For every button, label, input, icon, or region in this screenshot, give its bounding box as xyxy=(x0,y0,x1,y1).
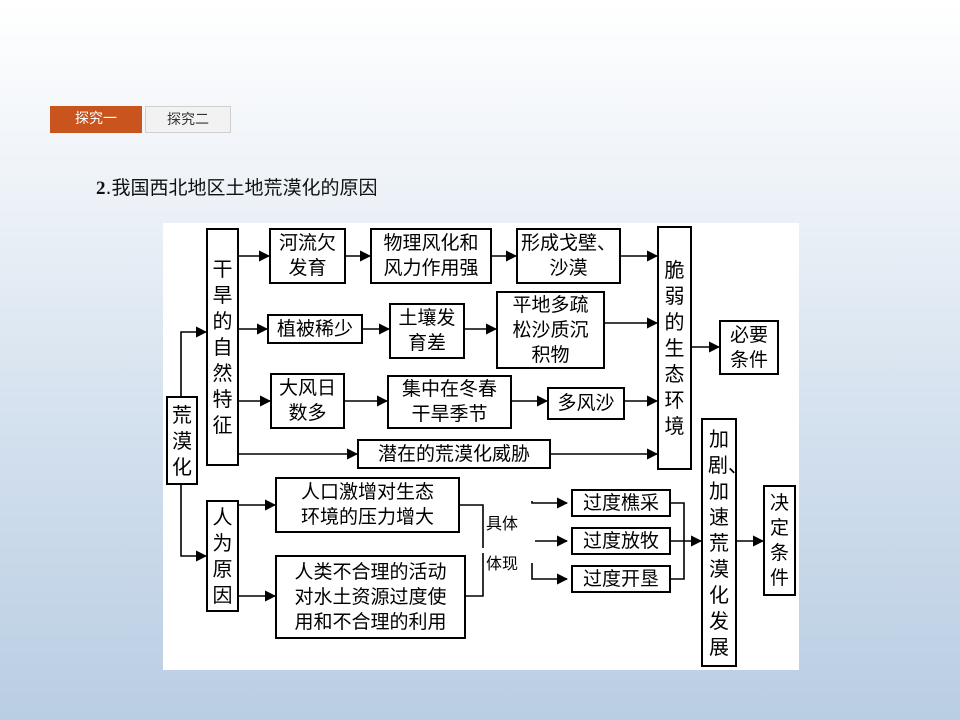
node-population-pressure: 人口激增对生态 环境的压力增大 xyxy=(275,477,460,533)
node-decisive-condition: 决定 条件 xyxy=(763,485,796,596)
node-arid-natural-features: 干旱的自然特征 xyxy=(206,228,239,466)
node-human-causes: 人为原因 xyxy=(206,500,239,612)
node-weathering-wind: 物理风化和 风力作用强 xyxy=(370,228,492,284)
node-many-windy-days: 大风日 数多 xyxy=(270,373,345,429)
tab-explore-2[interactable]: 探究二 xyxy=(145,106,231,133)
node-loose-sand-deposits: 平地多疏 松沙质沉 积物 xyxy=(496,291,605,369)
edge-specific-reclaim xyxy=(531,563,569,585)
label-specific: 具体 xyxy=(486,514,519,533)
node-wind-sand: 多风沙 xyxy=(547,387,625,420)
edge-root-natural xyxy=(180,326,208,396)
node-over-logging: 过度樵采 xyxy=(571,489,671,517)
page-title: 2.我国西北地区土地荒漠化的原因 xyxy=(96,173,378,200)
node-irrational-activities: 人类不合理的活动 对水土资源过度使 用和不合理的利用 xyxy=(275,555,466,639)
node-accelerate-desertification: 加剧、加速荒漠化发展 xyxy=(701,418,748,667)
node-over-cultivation: 过度开垦 xyxy=(571,565,671,593)
desertification-diagram: 荒漠化 干旱的自然特征 人为原因 河流欠 发育 物理风化和 风力作用强 形成戈壁… xyxy=(163,223,799,670)
edge-reclaim-accel xyxy=(671,541,685,580)
label-manifestation: 体现 xyxy=(486,554,519,573)
node-potential-threat: 潜在的荒漠化威胁 xyxy=(357,439,551,469)
connector-lines xyxy=(180,250,765,602)
node-winter-spring-dry: 集中在冬春 干旱季节 xyxy=(387,375,512,429)
edge-specific-wood xyxy=(531,497,569,509)
title-text: .我国西北地区土地荒漠化的原因 xyxy=(105,177,378,199)
edge-misuse-specific xyxy=(466,553,484,597)
node-sparse-vegetation: 植被稀少 xyxy=(267,314,363,344)
node-fragile-ecology: 脆弱的生态环境 xyxy=(657,226,692,470)
tab-bar: 探究一 探究二 xyxy=(50,106,231,133)
edge-pop-specific xyxy=(460,504,484,548)
node-over-grazing: 过度放牧 xyxy=(571,527,671,555)
edge-wood-accel xyxy=(671,502,685,541)
edge-root-human xyxy=(180,485,208,562)
node-necessary-condition: 必要 条件 xyxy=(719,320,779,375)
title-number: 2 xyxy=(96,178,106,199)
node-poor-soil: 土壤发 育差 xyxy=(389,303,465,359)
node-rivers-underdeveloped: 河流欠 发育 xyxy=(269,228,346,284)
node-gobi-desert: 形成戈壁、 沙漠 xyxy=(516,228,621,284)
node-desertification: 荒漠化 xyxy=(166,396,198,485)
tab-explore-1[interactable]: 探究一 xyxy=(50,106,142,133)
